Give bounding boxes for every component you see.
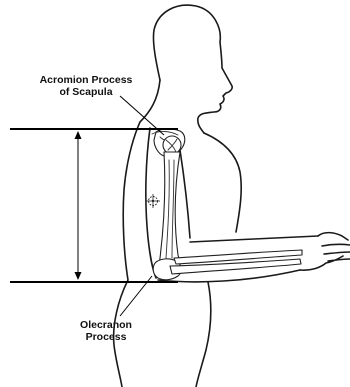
dimension-arrow (75, 131, 82, 280)
olecranon-label-line-2: Process (71, 331, 141, 343)
acromion-label-line-2: of Scapula (36, 86, 136, 98)
center-of-mass-symbol (146, 194, 160, 208)
acromion-label-line-1: Acromion Process (36, 74, 136, 86)
olecranon-label-line-1: Olecranon (71, 319, 141, 331)
hand-outline (300, 233, 350, 271)
head-outline (153, 5, 232, 133)
humerus-bone (160, 152, 180, 268)
acromion-process-label: Acromion Process of Scapula (36, 74, 136, 98)
olecranon-process-label: Olecranon Process (71, 319, 141, 343)
